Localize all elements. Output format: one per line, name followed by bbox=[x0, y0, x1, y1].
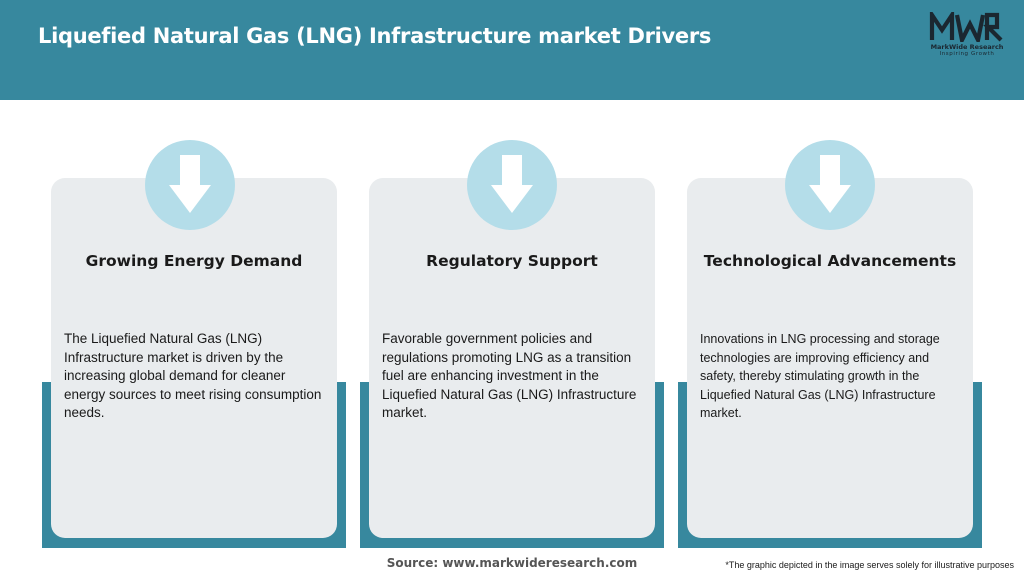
down-arrow-icon bbox=[169, 155, 211, 213]
driver-card-growing-energy-demand: Growing Energy Demand The Liquefied Natu… bbox=[51, 178, 337, 538]
card-description: The Liquefied Natural Gas (LNG) Infrastr… bbox=[64, 331, 322, 420]
logo-company-name: MarkWide Research bbox=[930, 43, 1004, 51]
card-title: Regulatory Support bbox=[426, 252, 598, 270]
down-arrow-icon bbox=[809, 155, 851, 213]
source-citation: Source: www.markwideresearch.com bbox=[386, 556, 638, 570]
brand-logo: MarkWide Research Inspiring Growth bbox=[924, 12, 1010, 58]
down-arrow-icon bbox=[491, 155, 533, 213]
card-title: Growing Energy Demand bbox=[85, 252, 303, 270]
card-icon-circle bbox=[467, 140, 557, 230]
card-title: Technological Advancements bbox=[703, 252, 957, 270]
driver-card-regulatory-support: Regulatory Support Favorable government … bbox=[369, 178, 655, 538]
card-description: Favorable government policies and regula… bbox=[382, 331, 637, 420]
logo-tagline: Inspiring Growth bbox=[939, 51, 995, 57]
mwr-logo-mark bbox=[929, 12, 1003, 42]
page-title: Liquefied Natural Gas (LNG) Infrastructu… bbox=[38, 24, 712, 48]
disclaimer-note: *The graphic depicted in the image serve… bbox=[725, 560, 1014, 570]
driver-card-technological-advancements: Technological Advancements Innovations i… bbox=[687, 178, 973, 538]
header-banner: Liquefied Natural Gas (LNG) Infrastructu… bbox=[0, 0, 1024, 100]
card-icon-circle bbox=[785, 140, 875, 230]
card-description: Innovations in LNG processing and storag… bbox=[700, 332, 940, 420]
card-icon-circle bbox=[145, 140, 235, 230]
